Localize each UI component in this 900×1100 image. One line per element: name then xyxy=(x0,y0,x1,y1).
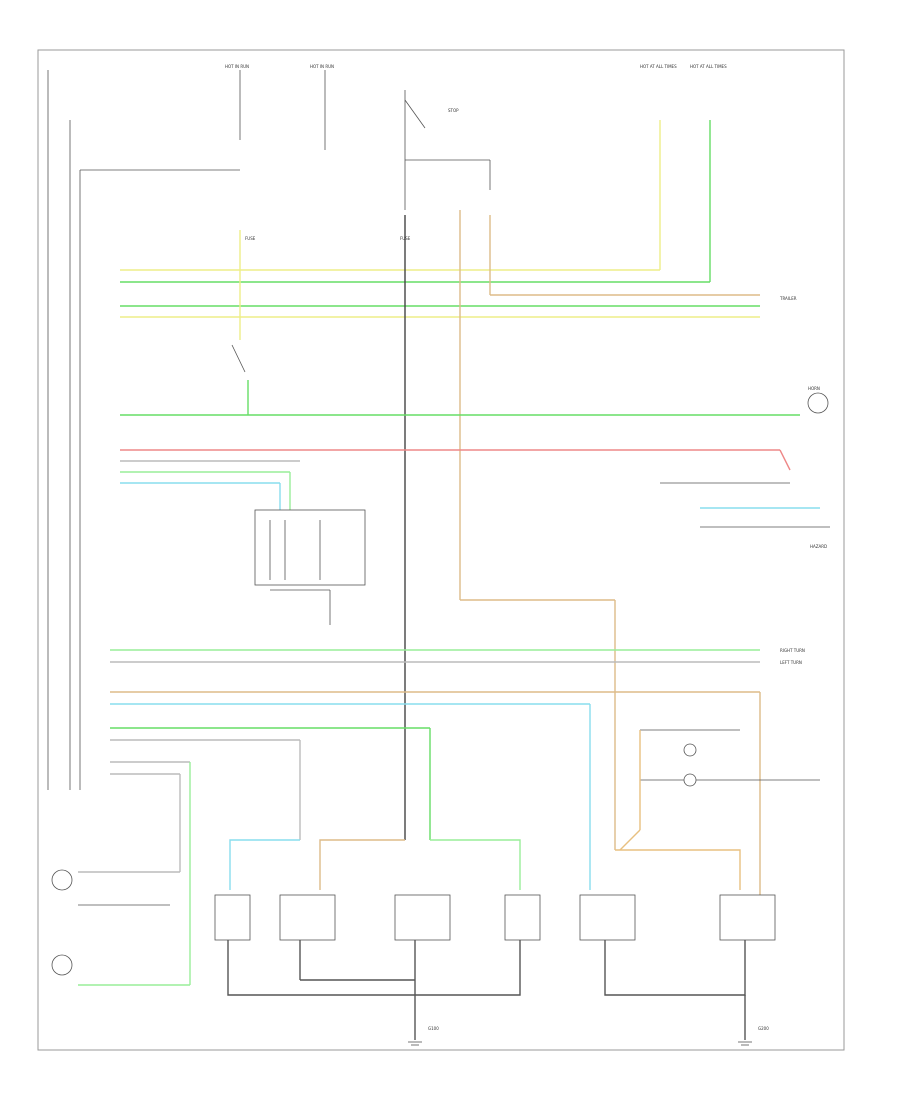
right-label: RIGHT TURN xyxy=(780,648,805,653)
ground-wire xyxy=(227,940,521,996)
lamp-assembly xyxy=(394,894,451,941)
top-label: FUSE xyxy=(400,236,411,241)
lamp-assembly xyxy=(279,894,336,941)
ground-icon xyxy=(408,1041,422,1046)
top-label: HOT IN RUN xyxy=(310,64,334,69)
top-label: FUSE xyxy=(245,236,256,241)
wire-tan-loop xyxy=(319,839,405,890)
right-label: LEFT TURN xyxy=(780,660,802,665)
lamp-assembly xyxy=(214,894,251,941)
lamp-icon xyxy=(51,869,73,891)
top-label: STOP xyxy=(448,108,459,113)
brake-switch-blade xyxy=(231,344,246,373)
ground-label: G100 xyxy=(428,1026,439,1031)
lamp-assembly xyxy=(719,894,776,941)
top-label: HOT AT ALL TIMES xyxy=(640,64,677,69)
wire-orange-loop xyxy=(615,849,741,890)
wire-blue-loop xyxy=(229,839,300,890)
ground-icon xyxy=(738,1041,752,1046)
horn-icon xyxy=(807,392,829,414)
ground-label: G200 xyxy=(758,1026,769,1031)
top-label: HOT IN RUN xyxy=(225,64,249,69)
lamp-assembly xyxy=(504,894,541,941)
multifunction-switch xyxy=(254,509,366,586)
lamp-assembly xyxy=(579,894,636,941)
wire-orange-license xyxy=(619,829,641,851)
lamp-icon xyxy=(683,773,697,787)
ground-wire xyxy=(604,940,746,996)
right-label: HAZARD xyxy=(810,544,827,549)
wire-red-hazard-end xyxy=(779,449,791,471)
diagram-frame xyxy=(37,49,845,1051)
wire-green-loop xyxy=(430,839,521,890)
switch-blade xyxy=(404,99,426,129)
right-label: TRAILER xyxy=(779,296,797,301)
lamp-icon xyxy=(683,743,697,757)
top-label: HOT AT ALL TIMES xyxy=(690,64,727,69)
lamp-icon xyxy=(51,954,73,976)
right-label: HORN xyxy=(808,386,820,391)
